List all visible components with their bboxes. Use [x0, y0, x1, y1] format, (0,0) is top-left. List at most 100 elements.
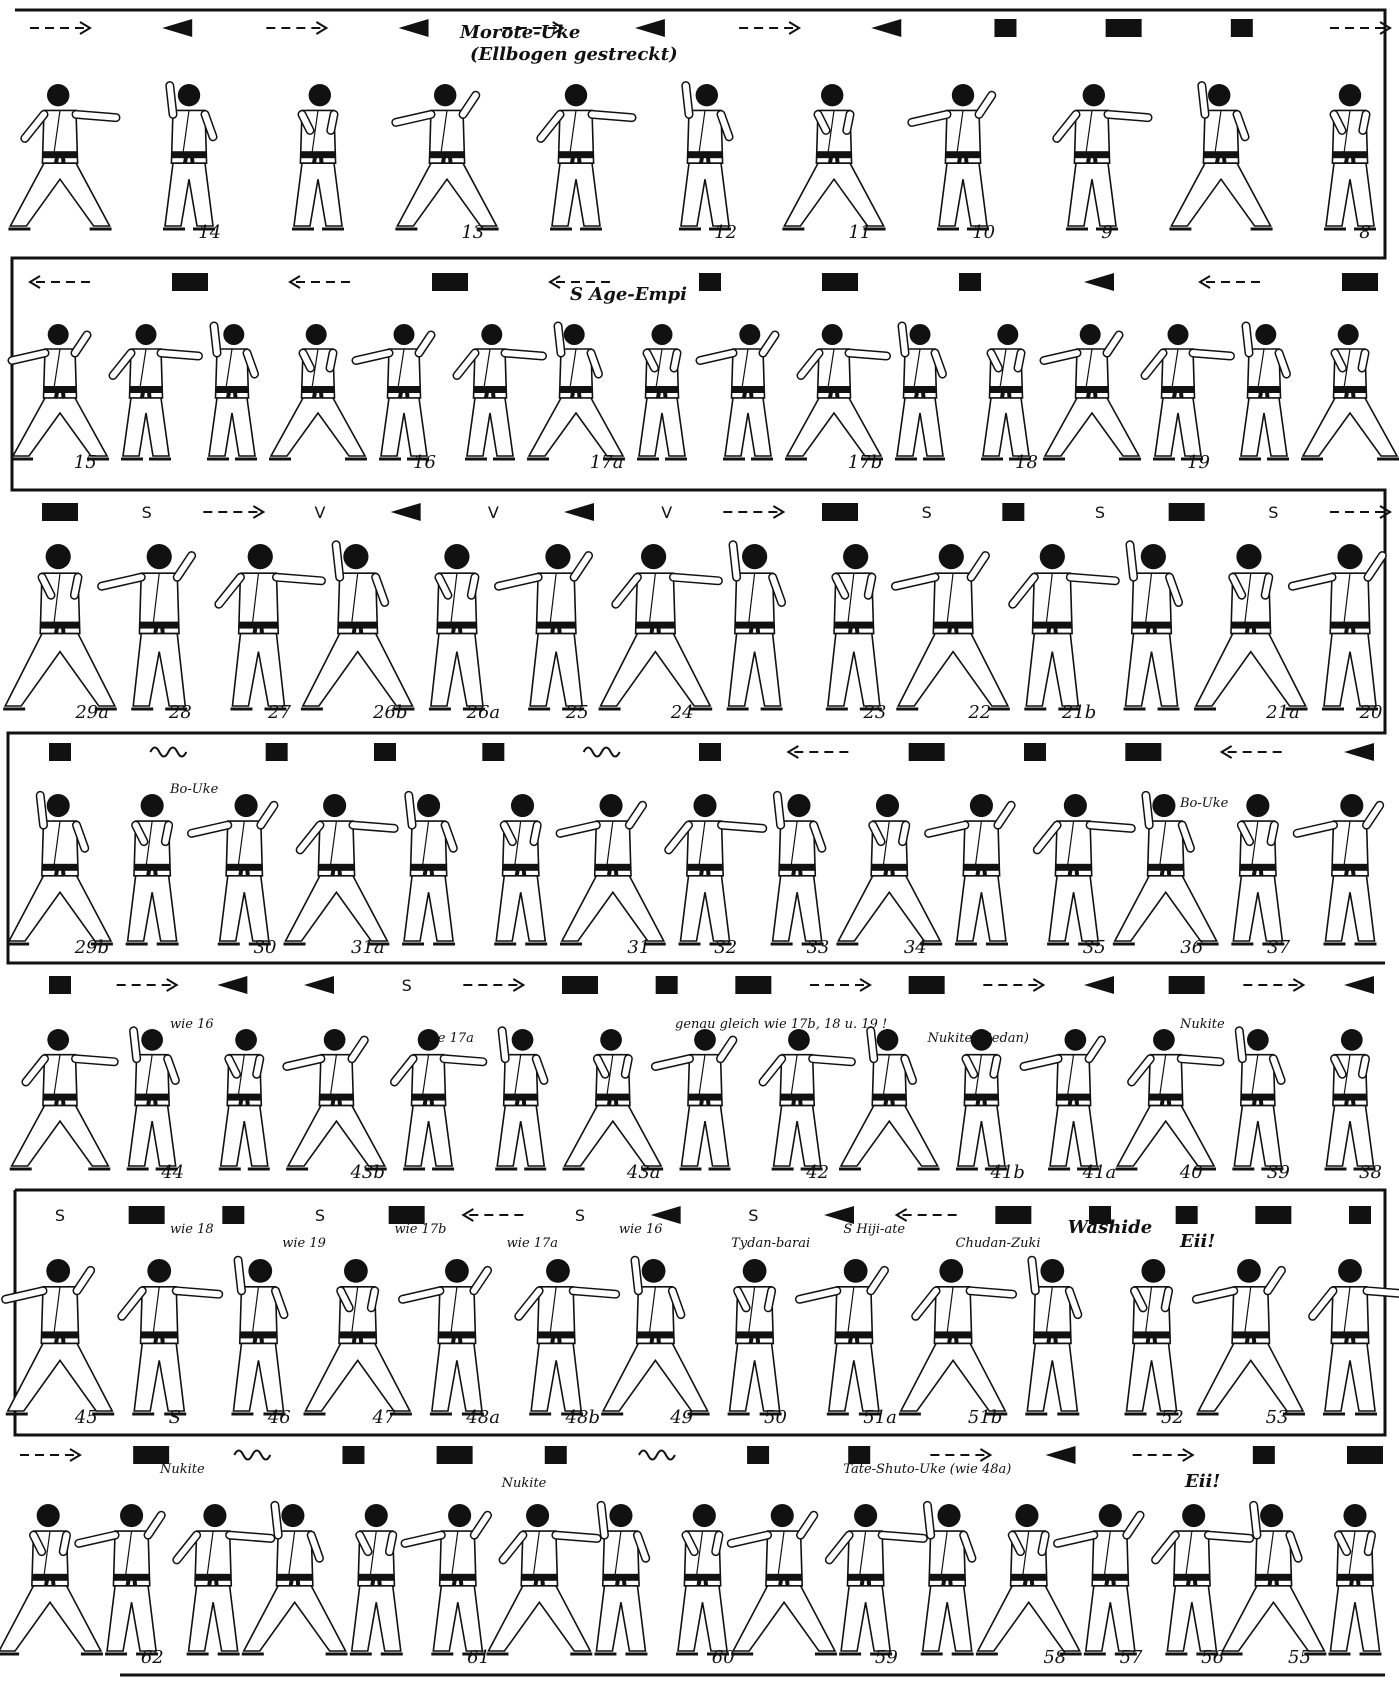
block-symbol [1349, 1206, 1371, 1224]
arrow-left-filled-symbol [635, 19, 665, 37]
kata-row-3: SVVVSSS29a282726b26a2524232221b21a20 [3, 503, 1390, 723]
stance-mark: S [402, 976, 412, 995]
karateka-figure [113, 324, 199, 459]
karateka-figure [494, 794, 547, 944]
arrow-right-dashed-symbol [930, 1449, 990, 1461]
karateka-figure: 36 [1113, 794, 1219, 958]
karateka-figure: 51b [899, 1259, 1013, 1428]
step-number: S [169, 1407, 181, 1428]
block-symbol [1024, 743, 1046, 761]
kata-row-7: 6261605958575655NukiteNukiteTate-Shuto-U… [0, 1446, 1383, 1668]
karateka-figure: 46 [231, 1259, 290, 1428]
block-symbol [342, 1446, 364, 1464]
karateka-figure: 21b [1013, 544, 1116, 723]
karateka-figure [495, 1029, 546, 1169]
arrow-right-dashed-symbol [20, 1449, 80, 1461]
block-wide-symbol [1347, 1446, 1383, 1464]
annotation-label: Chudan-Zuki [956, 1236, 1041, 1251]
arrow-right-dashed-symbol [266, 22, 326, 34]
karateka-figure [207, 324, 257, 459]
annotation-label: Tate-Shuto-Uke (wie 48a) [843, 1462, 1011, 1477]
annotation-label: (Ellbogen gestreckt) [470, 44, 678, 65]
karateka-figure [839, 1029, 940, 1169]
karateka-figure: 31 [560, 794, 666, 958]
karateka-figure: 40 [1115, 1029, 1220, 1183]
arrow-left-filled-symbol [1344, 976, 1374, 994]
step-number: 26b [372, 702, 407, 723]
karateka-figure: 55 [1221, 1504, 1327, 1668]
step-number: 18 [1015, 452, 1038, 473]
step-number: 48a [465, 1407, 500, 1428]
karateka-figure [1124, 544, 1180, 709]
block-wide-symbol [172, 273, 208, 291]
karateka-figure: 48a [403, 1259, 500, 1428]
annotation-label: Morote-Uke [459, 22, 580, 43]
stance-mark: S [575, 1206, 585, 1225]
karateka-figure [594, 1504, 647, 1654]
block-symbol [222, 1206, 244, 1224]
karateka-figure: 33 [771, 794, 830, 958]
karateka-figure: 61 [405, 1504, 490, 1668]
karateka-figure [394, 1029, 482, 1169]
stance-mark: S [922, 503, 932, 522]
annotation-label: Washide [1068, 1217, 1152, 1238]
karateka-figure: 8 [1324, 84, 1376, 243]
arrow-right-dashed-symbol [983, 979, 1043, 991]
step-number: 50 [764, 1407, 787, 1428]
block-wide-symbol [1169, 503, 1205, 521]
block-symbol [545, 1446, 567, 1464]
karateka-figure: 47 [303, 1259, 411, 1428]
step-number: 11 [848, 222, 871, 243]
karateka-figure: 17b [785, 324, 887, 473]
arrow-right-dashed-symbol [1243, 979, 1303, 991]
karateka-figure: 32 [669, 794, 763, 958]
arrow-right-dashed-symbol [1330, 22, 1390, 34]
block-symbol [1176, 1206, 1198, 1224]
karateka-figure [1169, 84, 1272, 229]
stance-mark: V [661, 503, 672, 522]
step-number: 60 [712, 1647, 735, 1668]
arrow-right-dashed-symbol [203, 506, 263, 518]
arrow-right-dashed-symbol [463, 979, 523, 991]
block-wide-symbol [1169, 976, 1205, 994]
karateka-figure [350, 1504, 403, 1654]
karateka-figure: 13 [395, 84, 498, 243]
arrow-left-dashed-symbol [897, 1209, 957, 1221]
kata-row-5: S4443b43a4241b41a403938wie 16wie 17agena… [10, 976, 1382, 1183]
karateka-figure: 37 [1231, 794, 1290, 958]
step-number: 37 [1267, 937, 1290, 958]
block-symbol [482, 743, 504, 761]
karateka-figure: 30 [191, 794, 276, 958]
annotation-label: Eii! [1184, 1471, 1220, 1492]
block-wide-symbol [822, 273, 858, 291]
karateka-figure: 29a [3, 544, 117, 723]
step-number: 15 [74, 452, 97, 473]
karateka-figure: 38 [1325, 1029, 1383, 1183]
karateka-figure [8, 84, 116, 229]
step-number: 41a [1082, 1162, 1117, 1183]
step-number: 43a [626, 1162, 661, 1183]
step-number: 31 [627, 937, 650, 958]
stance-mark: V [488, 503, 499, 522]
block-wide-symbol [1342, 273, 1378, 291]
annotation-label: S Age-Empi [570, 284, 687, 305]
annotation-label: S Hiji-ate [843, 1222, 905, 1237]
arrow-right-dashed-symbol [739, 22, 799, 34]
karateka-figure [895, 324, 945, 459]
step-number: 21a [1265, 702, 1300, 723]
S-symbol: S [922, 503, 932, 522]
karateka-figure: 39 [1232, 1029, 1290, 1183]
karateka-figure: 44 [127, 1029, 185, 1183]
S-symbol: S [315, 1206, 325, 1225]
karateka-figure: 51a [799, 1259, 896, 1428]
step-number: 61 [467, 1647, 490, 1668]
step-number: 62 [141, 1647, 164, 1668]
arrow-left-filled-symbol [162, 19, 192, 37]
annotation-label: wie 17b [394, 1222, 446, 1237]
step-number: 36 [1180, 937, 1203, 958]
annotation-label: wie 18 [170, 1222, 214, 1237]
step-number: 35 [1083, 937, 1106, 958]
arrow-left-dashed-symbol [1200, 276, 1260, 288]
step-number: 8 [1359, 222, 1370, 243]
step-number: 57 [1120, 1647, 1143, 1668]
